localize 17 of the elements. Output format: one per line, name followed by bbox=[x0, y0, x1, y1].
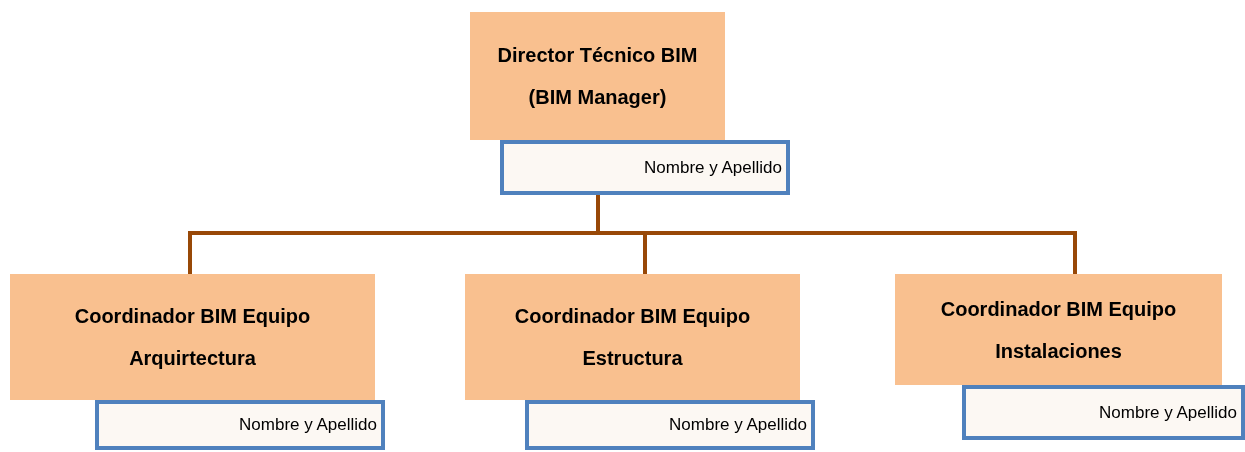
role-title: Coordinador BIM Equipo Estructura bbox=[513, 304, 752, 371]
name-field bbox=[95, 400, 385, 450]
name-text: Nombre y Apellido bbox=[669, 414, 807, 437]
name-field bbox=[500, 140, 790, 195]
role-title: Coordinador BIM Equipo Instalaciones bbox=[939, 296, 1178, 364]
name-field bbox=[962, 385, 1245, 440]
name-text: Nombre y Apellido bbox=[239, 414, 377, 437]
role-box bbox=[895, 274, 1222, 385]
role-box bbox=[465, 274, 800, 400]
name-text: Nombre y Apellido bbox=[1099, 401, 1237, 424]
role-box bbox=[470, 12, 725, 140]
role-title: Coordinador BIM Equipo Arquirtectura bbox=[73, 304, 312, 371]
name-text: Nombre y Apellido bbox=[644, 156, 782, 179]
connector-line bbox=[596, 195, 1077, 274]
role-title: Director Técnico BIM (BIM Manager) bbox=[496, 43, 699, 110]
name-field bbox=[525, 400, 815, 450]
role-box bbox=[10, 274, 375, 400]
